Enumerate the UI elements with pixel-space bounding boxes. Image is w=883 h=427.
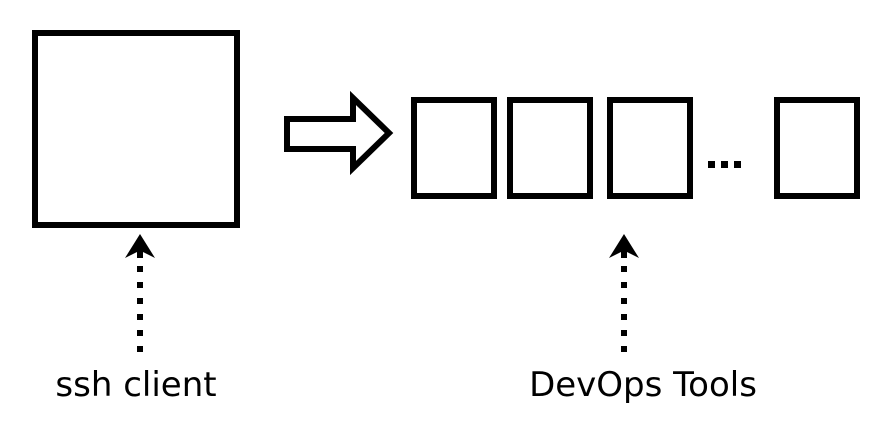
source-node-square-outline [32,30,240,228]
source-node-label: ssh client [55,365,216,405]
target-node-square-1[interactable] [411,97,497,199]
ellipsis-dot-2 [721,161,728,168]
callout-pointer-ssh-client [125,234,155,352]
ellipsis-dot-1 [708,161,715,168]
block-arrow-right-icon [284,90,394,176]
block-arrow-right-outline [284,90,394,176]
target-node-square-4[interactable] [774,97,860,199]
ellipsis-dot-3 [734,161,741,168]
target-node-square-2[interactable] [507,97,593,199]
target-node-group [411,97,860,199]
ellipsis-icon [708,161,741,168]
source-node-square[interactable] [32,30,240,228]
callout-pointer-devops-tools [609,234,639,352]
target-node-label: DevOps Tools [529,365,757,405]
callout-arrowhead-2 [609,234,639,258]
callout-arrowhead-1 [125,234,155,258]
target-node-square-3[interactable] [607,97,693,199]
